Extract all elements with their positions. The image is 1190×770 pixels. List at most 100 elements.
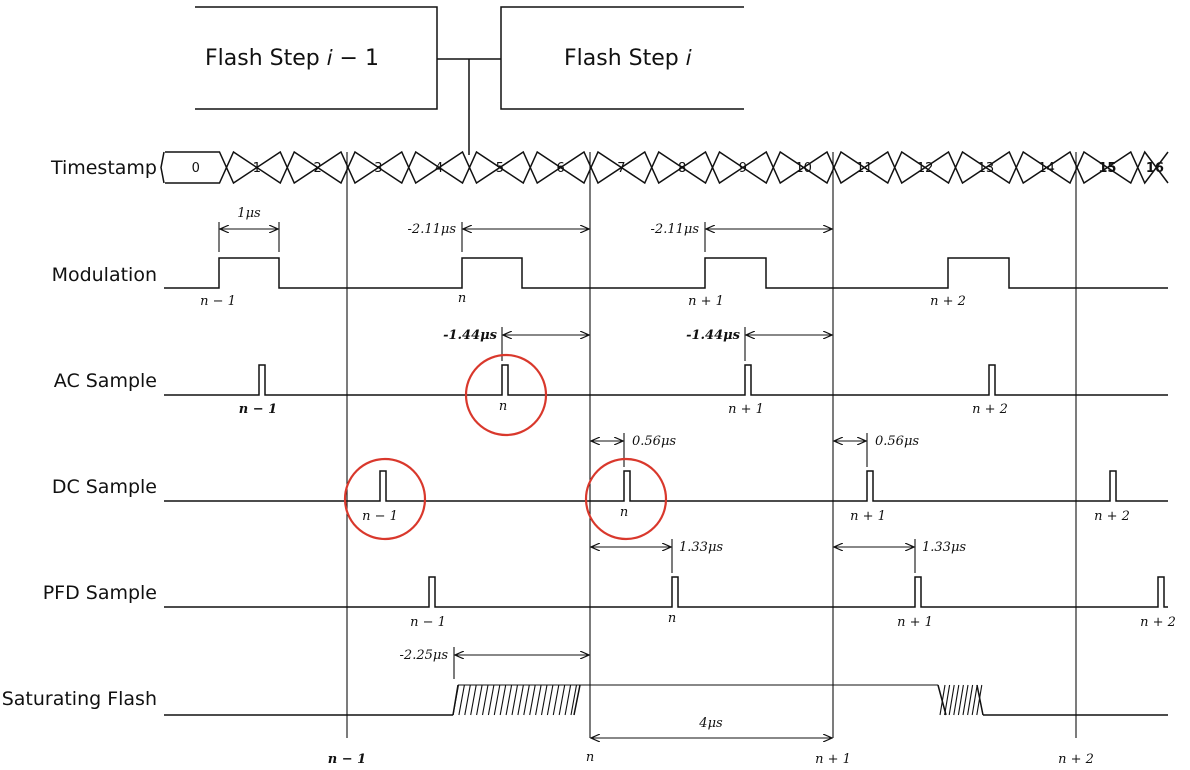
flash-rise-hatch-line <box>511 684 519 716</box>
flash-rise-hatch-line <box>470 684 477 716</box>
pfd-label-0: n − 1 <box>410 615 446 630</box>
period-label: 4μs <box>698 716 723 731</box>
signal-label-timestamp: Timestamp <box>50 157 157 179</box>
flash-rise-hatch-line <box>570 684 578 716</box>
flash-fall-hatch-line <box>953 684 960 716</box>
timestamp-cell-10: 10 <box>795 161 812 176</box>
mod-offset-label-2: -2.11μs <box>651 222 700 237</box>
pfd-annotations: 1.33μs 1.33μs <box>591 539 966 573</box>
flash-rise-hatch-line <box>552 684 560 716</box>
timestamp-cell-11: 11 <box>856 161 873 176</box>
bottom-label-3: n + 2 <box>1058 752 1094 767</box>
dc-label-1: n <box>620 505 628 520</box>
mod-label-3: n + 2 <box>930 294 966 309</box>
flash-fall-hatch-line <box>948 684 955 716</box>
timestamp-cell-16: 16 <box>1146 161 1164 176</box>
flash-step-connector <box>437 58 501 155</box>
timestamp-cell-3: 3 <box>374 161 382 176</box>
flash-rise-hatch-line <box>540 684 548 716</box>
flash-ramp-hatching <box>452 684 984 716</box>
pfd-label-1: n <box>668 611 676 626</box>
ac-annotations: -1.44μs -1.44μs <box>443 327 832 361</box>
dc-label-0: n − 1 <box>362 509 398 524</box>
flash-rise-hatch-line <box>499 684 507 716</box>
ac-label-2: n + 1 <box>728 402 764 417</box>
timestamp-cell-4: 4 <box>435 161 443 176</box>
ac-offset-label-2: -1.44μs <box>686 328 741 343</box>
mod-label-1: n <box>458 291 466 306</box>
signal-label-modulation: Modulation <box>52 264 157 286</box>
bottom-label-0: n − 1 <box>328 752 366 767</box>
flash-rise-hatch-line <box>558 684 566 716</box>
timestamp-cell-6: 6 <box>556 161 564 176</box>
timestamp-cell-12: 12 <box>917 161 934 176</box>
flash-rise-hatch-line <box>546 684 554 716</box>
flash-fall-hatch-line <box>962 684 969 716</box>
timestamp-cell-15: 15 <box>1098 161 1116 176</box>
timestamp-cell-5: 5 <box>496 161 504 176</box>
timestamp-cell-2: 2 <box>313 161 321 176</box>
flash-rise-edge <box>452 684 459 716</box>
flash-rise-end-edge <box>573 684 581 716</box>
flash-rise-hatch-line <box>564 684 572 716</box>
pfd-sample-waveform <box>164 576 1168 608</box>
flash-step-current-box: Flash Step 𝑖 <box>500 6 744 110</box>
dc-label-3: n + 2 <box>1094 509 1130 524</box>
dc-highlight-circle-1 <box>343 457 427 541</box>
signal-label-ac-sample: AC Sample <box>54 370 157 392</box>
timestamp-cell-1: 1 <box>253 161 261 176</box>
timestamp-cell-7: 7 <box>617 161 625 176</box>
flash-rise-hatch-line <box>458 684 465 716</box>
mod-offset-label-1: -2.11μs <box>408 222 457 237</box>
flash-annotations: -2.25μs 4μs <box>400 647 832 738</box>
flash-rise-hatch-line <box>464 684 471 716</box>
dc-offset-label-1: 0.56μs <box>632 434 676 449</box>
timestamp-cell-8: 8 <box>678 161 686 176</box>
bottom-label-1: n <box>586 750 594 765</box>
flash-rise-hatch-line <box>487 684 495 716</box>
pfd-offset-label-2: 1.33μs <box>922 540 966 555</box>
timestamp-bus-bottom-edge <box>165 150 1169 185</box>
flash-rise-hatch-line <box>529 684 536 716</box>
dc-annotations: 0.56μs 0.56μs <box>591 433 919 467</box>
flash-rise-hatch-line <box>535 684 542 716</box>
timestamp-cell-0: 0 <box>192 161 200 176</box>
flash-rise-hatch-line <box>523 684 530 716</box>
dc-label-2: n + 1 <box>850 509 886 524</box>
signal-label-dc-sample: DC Sample <box>52 476 157 498</box>
flash-fall-end-edge <box>976 684 984 716</box>
ac-label-0: n − 1 <box>239 402 277 417</box>
timestamp-bus <box>160 150 1169 185</box>
flash-rise-hatch-line <box>505 684 513 716</box>
period-lines <box>346 152 1077 738</box>
flash-fall-hatch-line <box>967 684 974 716</box>
ac-sample-waveform <box>164 364 1168 396</box>
ac-label-3: n + 2 <box>972 402 1008 417</box>
signal-label-saturating-flash: Saturating Flash <box>2 688 157 710</box>
timestamp-bus-start-cap <box>160 151 165 184</box>
pfd-label-2: n + 1 <box>897 615 933 630</box>
flash-rise-hatch-line <box>517 684 524 716</box>
dc-sample-waveform <box>164 470 1168 502</box>
flash-step-current-label: Flash Step 𝑖 <box>564 46 692 71</box>
mod-label-0: n − 1 <box>200 294 236 309</box>
signal-label-pfd-sample: PFD Sample <box>43 582 157 604</box>
flash-step-prev-box: Flash Step 𝑖 − 1 <box>195 6 438 110</box>
flash-fall-hatch-line <box>971 684 978 716</box>
bottom-label-2: n + 1 <box>815 752 851 767</box>
modulation-annotations: 1μs -2.11μs -2.11μs <box>218 206 832 252</box>
pfd-offset-label-1: 1.33μs <box>679 540 723 555</box>
flash-rise-hatch-line <box>476 684 483 716</box>
mod-label-2: n + 1 <box>688 294 724 309</box>
dc-offset-label-2: 0.56μs <box>875 434 919 449</box>
one-us-label: 1μs <box>237 206 261 221</box>
ac-highlight-circle <box>464 353 548 437</box>
pfd-label-3: n + 2 <box>1140 615 1176 630</box>
ac-label-1: n <box>499 399 507 414</box>
saturating-flash-waveform <box>164 684 1168 716</box>
flash-step-prev-label: Flash Step 𝑖 − 1 <box>205 46 379 71</box>
timestamp-cell-13: 13 <box>978 161 995 176</box>
flash-fall-edge <box>937 684 947 716</box>
dc-highlight-circle-2 <box>584 457 668 541</box>
